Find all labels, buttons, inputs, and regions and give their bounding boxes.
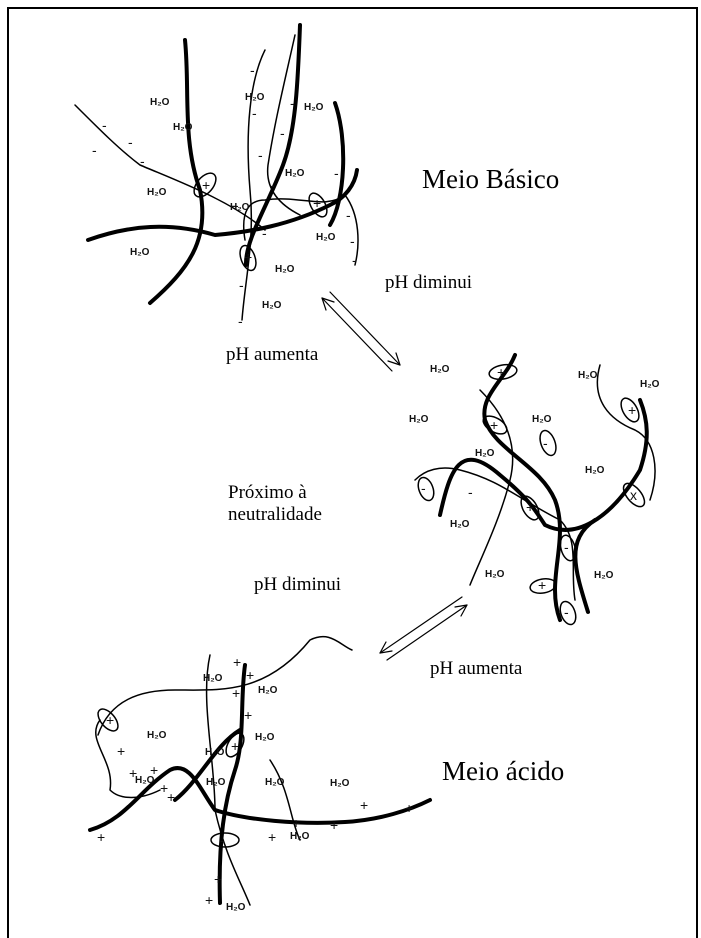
svg-text:+: + [330,817,338,833]
svg-text:+: + [538,577,546,593]
water-label: H₂O [585,465,605,476]
water-label: H₂O [205,747,225,758]
svg-text:-: - [350,233,355,249]
svg-text:x: x [630,487,637,503]
water-label: H₂O [245,92,265,103]
svg-text:+: + [205,892,213,908]
water-label: H₂O [285,168,305,179]
water-label: H₂O [485,569,505,580]
charge-neg: - [102,117,107,133]
ph-increases-top-label: pH aumenta [226,344,318,366]
svg-text:-: - [280,125,285,141]
near-neutral-label: Próximo à neutralidade [228,482,322,526]
water-label: H₂O [130,247,150,258]
water-label: H₂O [532,414,552,425]
water-label: H₂O [150,97,170,108]
water-label: H₂O [290,831,310,842]
svg-text:+: + [244,707,252,723]
svg-text:+: + [233,654,241,670]
water-label: H₂O [258,685,278,696]
water-label: H₂O [147,730,167,741]
water-label: H₂O [230,202,250,213]
svg-text:+: + [526,499,534,515]
svg-text:-: - [262,225,267,241]
water-label: H₂O [640,379,660,390]
svg-text:+: + [97,829,105,845]
water-label: H₂O [578,370,598,381]
svg-text:+: + [232,685,240,701]
svg-text:+: + [214,871,222,887]
svg-text:-: - [238,313,243,329]
svg-text:-: - [421,480,426,496]
svg-text:+: + [490,417,498,433]
svg-text:-: - [346,207,351,223]
water-molecules: H₂O H₂O H₂O H₂O H₂O H₂O H₂O H₂O H₂O H₂O … [130,92,660,913]
acid-medium-label: Meio ácido [442,756,564,787]
svg-text:+: + [167,789,175,805]
water-label: H₂O [255,732,275,743]
svg-text:-: - [290,95,295,111]
svg-text:-: - [252,105,257,121]
svg-text:-: - [220,832,225,848]
svg-text:-: - [92,142,97,158]
water-label: H₂O [330,778,350,789]
svg-text:+: + [313,195,321,211]
basic-medium-chains [75,25,358,320]
svg-text:+: + [117,743,125,759]
svg-text:+: + [268,829,276,845]
water-label: H₂O [450,519,470,530]
svg-text:-: - [334,165,339,181]
ph-increases-bottom-label: pH aumenta [430,658,522,680]
water-label: H₂O [262,300,282,311]
water-label: H₂O [594,570,614,581]
water-label: H₂O [275,264,295,275]
svg-text:-: - [128,134,133,150]
water-label: H₂O [316,232,336,243]
water-label: H₂O [265,777,285,788]
svg-text:+: + [628,402,636,418]
svg-text:+: + [497,364,505,380]
water-label: H₂O [304,102,324,113]
svg-text:-: - [564,604,569,620]
svg-text:-: - [468,484,473,500]
water-label: H₂O [173,122,193,133]
svg-text:-: - [239,277,244,293]
svg-text:+: + [360,797,368,813]
svg-text:+: + [106,712,114,728]
svg-text:+: + [292,815,300,831]
svg-text:-: - [543,435,548,451]
acid-medium-chains [90,637,430,905]
water-label: H₂O [135,775,155,786]
svg-text:+: + [202,177,210,193]
svg-text:+: + [405,800,413,816]
svg-text:+: + [246,667,254,683]
water-label: H₂O [409,414,429,425]
svg-text:-: - [564,539,569,555]
ph-decreases-top-label: pH diminui [385,272,472,294]
water-label: H₂O [206,777,226,788]
water-label: H₂O [147,187,167,198]
svg-text:+: + [244,249,252,265]
ph-decreases-bottom-label: pH diminui [254,574,341,596]
water-label: H₂O [203,673,223,684]
svg-text:-: - [352,252,357,268]
water-label: H₂O [475,448,495,459]
equilibrium-arrows [322,292,467,660]
svg-text:-: - [258,147,263,163]
svg-text:+: + [231,738,239,754]
water-label: H₂O [226,902,246,913]
water-label: H₂O [430,364,450,375]
basic-medium-label: Meio Básico [422,164,559,195]
svg-text:-: - [250,62,255,78]
svg-text:-: - [270,177,275,193]
svg-text:-: - [140,153,145,169]
neutral-chains [415,355,655,627]
